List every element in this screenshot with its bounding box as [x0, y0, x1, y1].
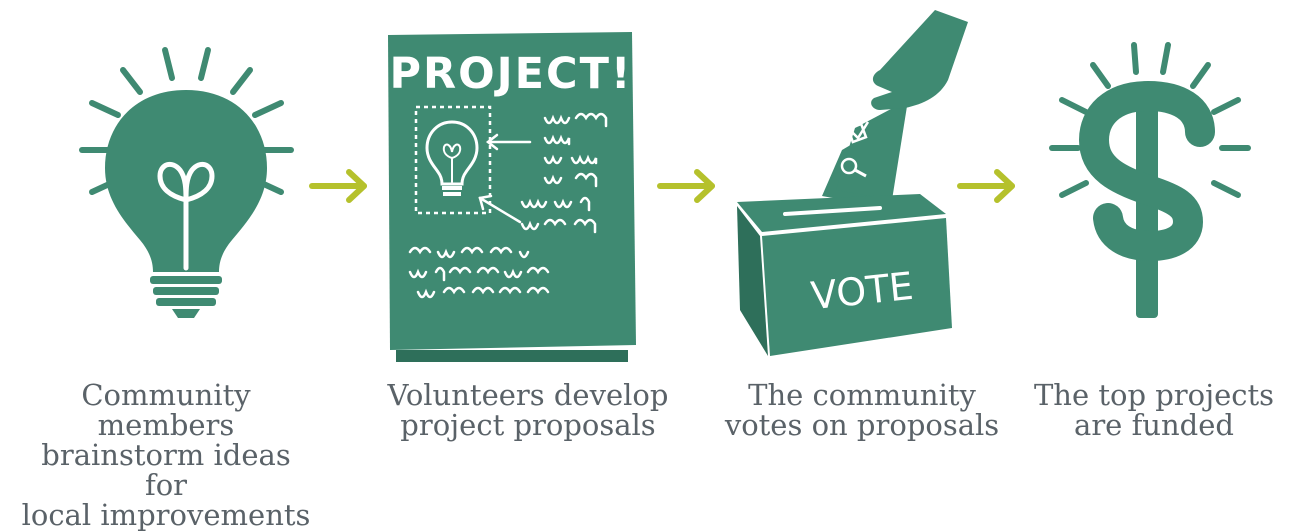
arrow-1-icon	[309, 169, 367, 203]
arrow-3-icon	[957, 169, 1015, 203]
caption-step-2: Volunteers develop project proposals	[387, 378, 669, 442]
arrow-2-icon	[657, 169, 715, 203]
process-diagram: PROJECT!	[22, 10, 1275, 530]
caption-step-4: The top projects are funded	[1033, 378, 1275, 442]
ballot-box-icon: VOTE	[737, 10, 968, 356]
project-poster-icon: PROJECT!	[388, 32, 636, 362]
poster-heading: PROJECT!	[389, 49, 632, 99]
caption-step-1: Community members brainstorm ideas for l…	[21, 378, 311, 532]
caption-step-3: The community votes on proposals	[724, 378, 1000, 442]
dollar-sign-icon	[1049, 42, 1251, 318]
ballot-box-label: VOTE	[809, 264, 916, 318]
lightbulb-icon	[79, 47, 294, 318]
